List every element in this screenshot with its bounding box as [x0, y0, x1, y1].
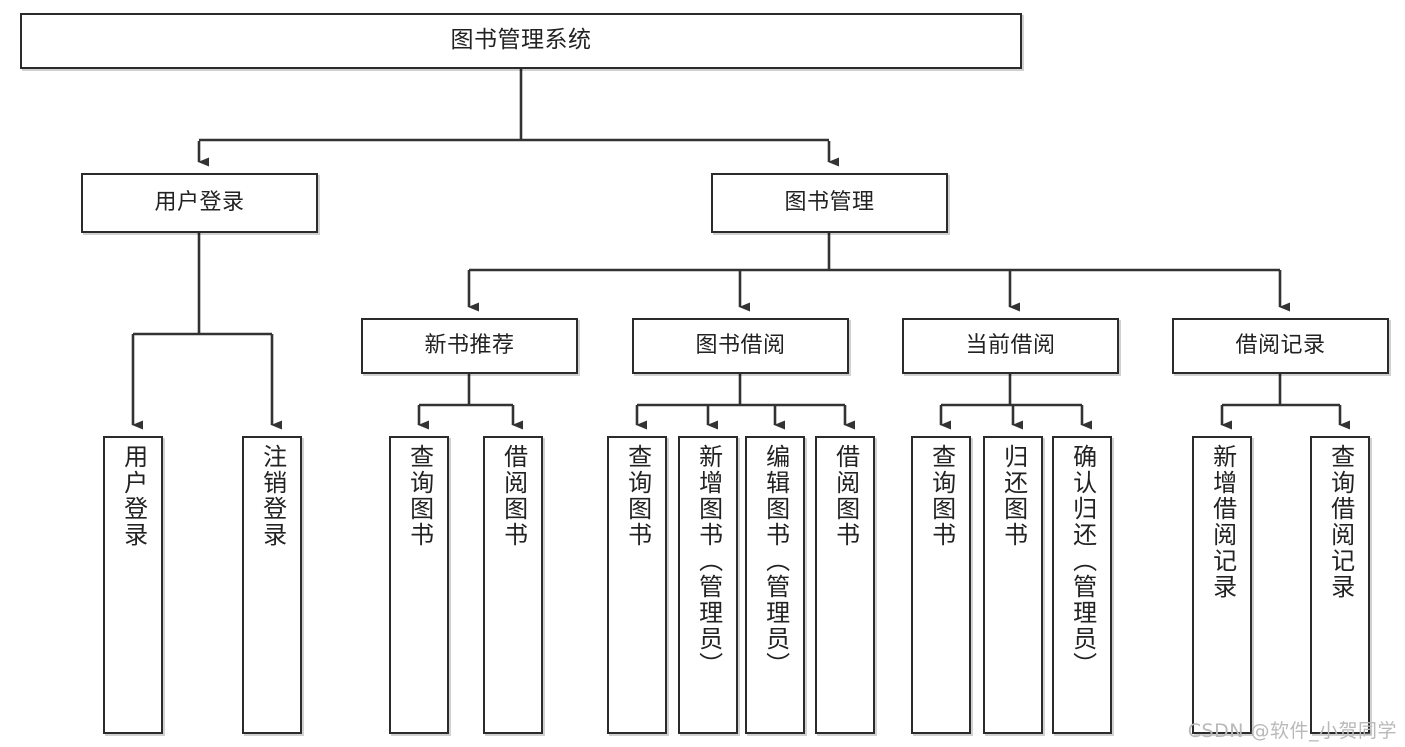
- node-nb-borrow-book-label: 借阅图书: [499, 444, 528, 548]
- node-root[interactable]: 图书管理系统: [20, 13, 1022, 69]
- node-cb-return-book-label: 归还图书: [999, 444, 1028, 548]
- edges-user-login-to-leaves: [131, 233, 282, 430]
- node-nb-borrow-book[interactable]: 借阅图书: [483, 436, 543, 734]
- node-nb-query-book[interactable]: 查询图书: [389, 436, 449, 734]
- edges-current-borrow-to-leaves: [939, 374, 1092, 430]
- node-book-management-label: 图书管理: [784, 189, 875, 215]
- node-book-borrow-label: 图书借阅: [695, 332, 786, 358]
- edges-book-management-to-level2: [467, 233, 1290, 312]
- node-bb-add-book[interactable]: 新增图书（管理员）: [678, 436, 738, 734]
- node-current-borrow-label: 当前借阅: [965, 332, 1056, 358]
- edges-borrow-record-to-leaves: [1220, 374, 1350, 430]
- node-br-query-record[interactable]: 查询借阅记录: [1310, 436, 1370, 734]
- node-br-add-record-label: 新增借阅记录: [1208, 444, 1237, 600]
- node-new-book-recommend-label: 新书推荐: [424, 332, 515, 358]
- node-br-add-record[interactable]: 新增借阅记录: [1192, 436, 1252, 734]
- node-user-login[interactable]: 用户登录: [81, 173, 318, 233]
- node-br-query-record-label: 查询借阅记录: [1326, 444, 1355, 600]
- node-borrow-record[interactable]: 借阅记录: [1172, 318, 1389, 374]
- node-bb-borrow-book-label: 借阅图书: [831, 444, 860, 548]
- edges-book-borrow-to-leaves: [635, 374, 855, 430]
- node-bb-borrow-book[interactable]: 借阅图书: [815, 436, 875, 734]
- node-nb-query-book-label: 查询图书: [405, 444, 434, 548]
- node-cb-return-book[interactable]: 归还图书: [983, 436, 1043, 734]
- node-cb-confirm-return-label: 确认归还（管理员）: [1068, 444, 1097, 678]
- node-user-login-label: 用户登录: [154, 189, 245, 215]
- node-root-label: 图书管理系统: [450, 27, 592, 54]
- node-leaf-user-login-label: 用户登录: [119, 444, 148, 548]
- node-cb-confirm-return[interactable]: 确认归还（管理员）: [1052, 436, 1112, 734]
- edges-root-to-level1: [197, 69, 839, 167]
- node-leaf-logout-label: 注销登录: [258, 444, 287, 548]
- node-borrow-record-label: 借阅记录: [1235, 332, 1326, 358]
- node-current-borrow[interactable]: 当前借阅: [902, 318, 1119, 374]
- node-bb-query-book-label: 查询图书: [623, 444, 652, 548]
- edges-new-book-recommend-to-leaves: [417, 374, 523, 430]
- node-new-book-recommend[interactable]: 新书推荐: [361, 318, 578, 374]
- node-bb-query-book[interactable]: 查询图书: [607, 436, 667, 734]
- node-book-borrow[interactable]: 图书借阅: [632, 318, 849, 374]
- node-bb-add-book-label: 新增图书（管理员）: [694, 444, 723, 678]
- node-leaf-logout[interactable]: 注销登录: [242, 436, 302, 734]
- node-cb-query-book[interactable]: 查询图书: [911, 436, 971, 734]
- node-bb-edit-book-label: 编辑图书（管理员）: [761, 444, 790, 678]
- node-book-management[interactable]: 图书管理: [711, 173, 948, 233]
- node-leaf-user-login[interactable]: 用户登录: [103, 436, 163, 734]
- node-cb-query-book-label: 查询图书: [927, 444, 956, 548]
- watermark-text: CSDN @软件_小贺同学: [1187, 720, 1397, 742]
- node-bb-edit-book[interactable]: 编辑图书（管理员）: [745, 436, 805, 734]
